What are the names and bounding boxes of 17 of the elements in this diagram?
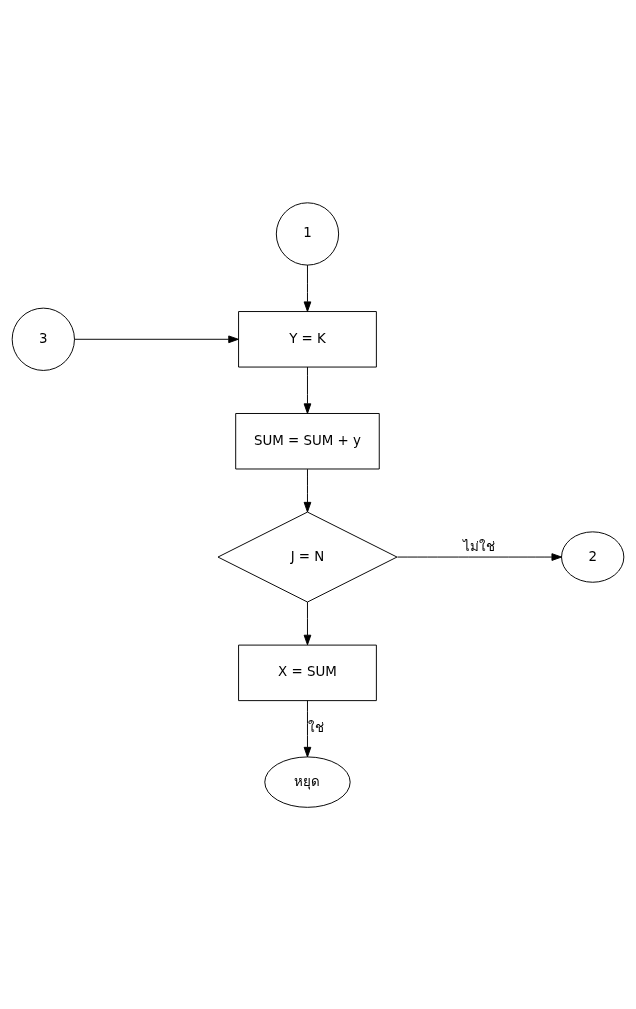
node-circle: 3 (11, 307, 75, 371)
edge-label: ไม่ใช่ (463, 538, 496, 554)
arrow (396, 552, 562, 561)
arrow (303, 264, 312, 312)
arrow (303, 601, 312, 645)
arrow (303, 699, 312, 757)
arrow (303, 366, 312, 414)
arrow (303, 468, 312, 512)
edge-label: ใช่ (307, 719, 324, 735)
node-ellipse: 2 (561, 530, 625, 583)
node-circle: 1 (275, 201, 340, 266)
node-ellipse: หยุด (264, 755, 351, 808)
node-diamond: J = N (217, 511, 398, 602)
arrow (74, 334, 239, 343)
node-box: X = SUM (238, 644, 377, 701)
node-box: Y = K (238, 310, 377, 368)
node-box: SUM = SUM + y (235, 412, 380, 469)
